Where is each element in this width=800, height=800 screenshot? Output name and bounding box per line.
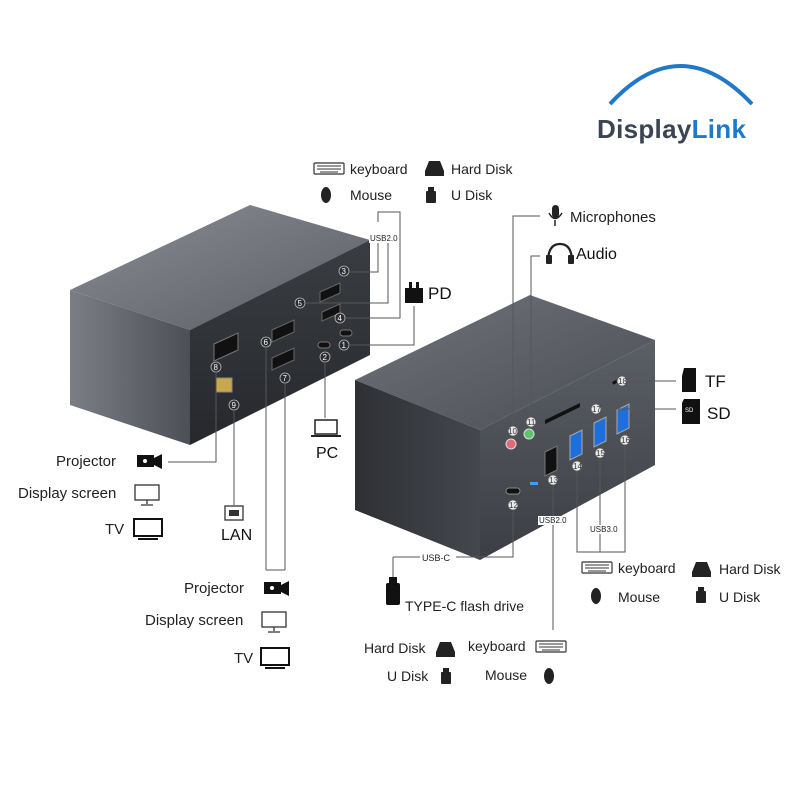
label-mouse-bottom: Mouse [485, 667, 528, 683]
svg-text:12: 12 [509, 501, 518, 510]
label-projector-1: Projector [56, 453, 117, 470]
svg-text:14: 14 [573, 462, 582, 471]
svg-text:13: 13 [549, 476, 558, 485]
logo-text-display: Display [597, 114, 692, 144]
svg-text:4: 4 [338, 314, 343, 323]
svg-text:15: 15 [596, 449, 605, 458]
microphone-icon [548, 205, 563, 226]
connector-lines [168, 211, 676, 630]
label-tv-1: TV [105, 521, 125, 538]
logo-text-link: Link [691, 114, 747, 144]
hard-disk-icon [425, 161, 444, 176]
svg-text:9: 9 [232, 401, 237, 410]
label-projector-2: Projector [184, 580, 245, 597]
svg-text:5: 5 [298, 299, 303, 308]
power-adapter-icon [405, 282, 423, 303]
tv-icon [133, 518, 163, 540]
svg-text:SD: SD [685, 408, 694, 414]
label-display-screen-1: Display screen [18, 485, 117, 502]
label-pd: PD [428, 284, 452, 303]
tag-usb2-top: USB2.0 [369, 234, 399, 243]
projector-icon [137, 454, 162, 469]
svg-text:11: 11 [527, 418, 536, 427]
label-keyboard-right: keyboard [618, 560, 676, 576]
keyboard-icon [313, 162, 345, 175]
u-disk-icon [441, 668, 451, 684]
back-ports [213, 282, 353, 393]
label-sd: SD [707, 404, 731, 423]
hard-disk-icon [436, 642, 455, 657]
keyboard-icon [535, 640, 567, 653]
label-mouse-top: Mouse [350, 187, 393, 203]
monitor-icon [134, 484, 160, 506]
tv-icon [260, 647, 290, 669]
label-u-disk-top: U Disk [451, 187, 493, 203]
label-microphones: Microphones [570, 209, 656, 226]
svg-text:7: 7 [283, 374, 288, 383]
label-keyboard-bottom: keyboard [468, 638, 526, 654]
svg-text:6: 6 [264, 338, 269, 347]
keyboard-icon [581, 561, 613, 574]
usb-c-flash-drive-icon [386, 577, 400, 605]
sd-card-icon: SD [682, 399, 700, 424]
label-hard-disk-right: Hard Disk [719, 561, 781, 577]
label-audio: Audio [576, 246, 617, 263]
svg-text:1: 1 [342, 341, 347, 350]
svg-text:8: 8 [214, 363, 219, 372]
tf-card-icon [682, 368, 696, 392]
front-port-numbers: 10 11 12 13 14 15 16 17 18 [507, 375, 630, 511]
label-u-disk-right: U Disk [719, 589, 761, 605]
hard-disk-icon [692, 562, 711, 577]
label-keyboard-top: keyboard [350, 161, 408, 177]
mouse-icon [591, 588, 601, 604]
svg-text:16: 16 [621, 436, 630, 445]
svg-text:10: 10 [508, 427, 517, 436]
label-typec-flash-drive: TYPE-C flash drive [405, 598, 525, 614]
svg-text:18: 18 [618, 377, 627, 386]
label-mouse-right: Mouse [618, 589, 661, 605]
projector-icon [264, 581, 289, 596]
dock-back-view: 1 2 3 4 5 6 7 8 9 [70, 205, 370, 445]
displaylink-logo: DisplayLink [597, 114, 746, 145]
label-hard-disk-top: Hard Disk [451, 161, 513, 177]
headphones-icon [546, 242, 574, 264]
svg-text:2: 2 [323, 353, 328, 362]
logo-arc [608, 64, 754, 106]
label-hard-disk-bottom: Hard Disk [364, 640, 426, 656]
u-disk-icon [426, 187, 436, 203]
svg-text:17: 17 [592, 405, 601, 414]
tag-usb-c: USB-C [421, 553, 452, 563]
label-display-screen-2: Display screen [145, 612, 244, 629]
label-lan: LAN [221, 527, 253, 544]
laptop-icon [311, 419, 341, 437]
tag-usb3: USB3.0 [589, 525, 619, 534]
label-pc: PC [316, 445, 339, 462]
label-tf: TF [705, 372, 726, 391]
mouse-icon [544, 668, 554, 684]
monitor-icon [261, 611, 287, 633]
svg-text:3: 3 [342, 267, 347, 276]
label-tv-2: TV [234, 650, 254, 667]
mouse-icon [321, 187, 331, 203]
u-disk-icon [696, 587, 706, 603]
label-u-disk-bottom: U Disk [387, 668, 429, 684]
back-port-numbers: 1 2 3 4 5 6 7 8 9 [210, 265, 350, 411]
dock-front-view [355, 295, 655, 560]
tag-usb2-front: USB2.0 [538, 516, 568, 525]
lan-icon [224, 505, 244, 521]
